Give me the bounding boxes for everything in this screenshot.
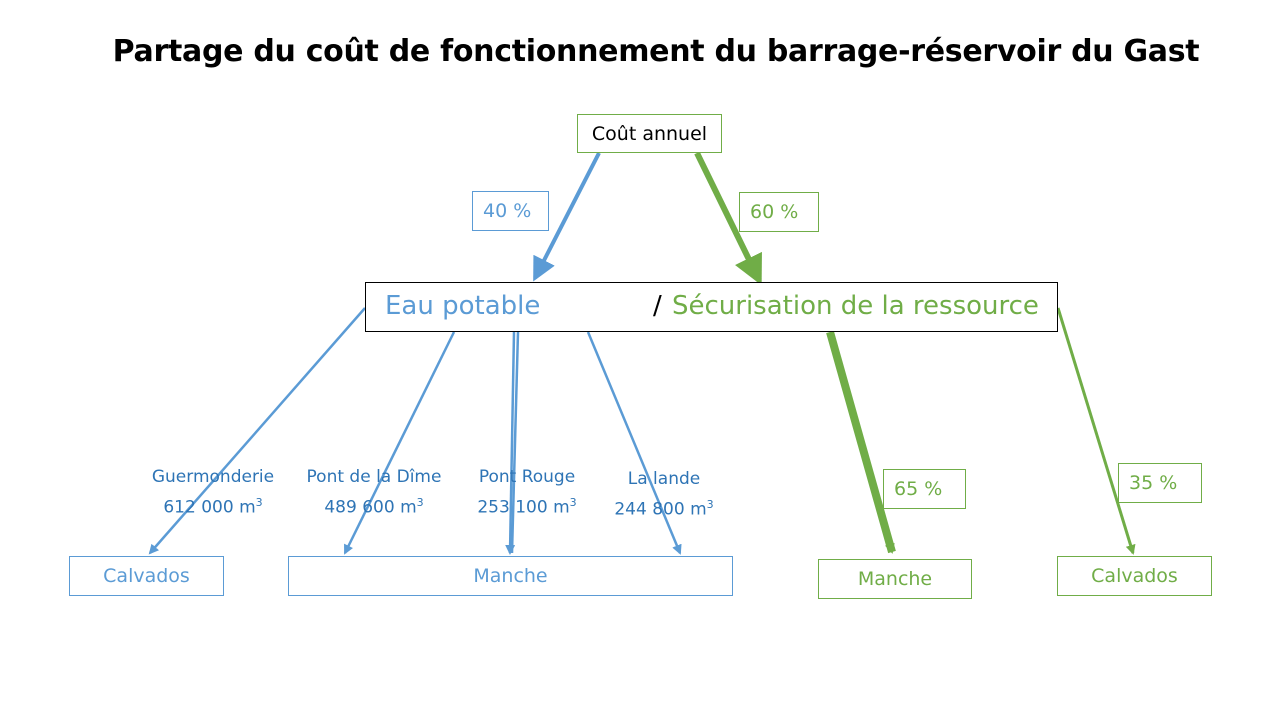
unit-exponent: 3 xyxy=(569,496,577,509)
unit-exponent: 3 xyxy=(255,496,263,509)
arrow-pont-de-la-dime xyxy=(343,331,456,555)
leaf-label: Calvados xyxy=(103,565,190,587)
source-volume: 253 100 m xyxy=(477,497,570,518)
arrow-pont-rouge-b xyxy=(510,331,520,554)
leaf-label: Manche xyxy=(473,565,548,587)
source-pont-rouge: Pont Rouge 253 100 m3 xyxy=(467,464,587,521)
diagram-title: Partage du coût de fonctionnement du bar… xyxy=(112,34,1200,69)
unit-exponent: 3 xyxy=(706,498,714,511)
pct-securisation-manche: 65 % xyxy=(883,469,966,509)
leaf-eau-potable-manche: Manche xyxy=(288,556,733,596)
pct-eau-potable-label: 40 % xyxy=(483,200,532,222)
arrow-securisation-calvados xyxy=(1056,307,1136,555)
pct-securisation-manche-label: 65 % xyxy=(894,478,943,500)
source-volume: 612 000 m xyxy=(163,497,256,518)
unit-exponent: 3 xyxy=(416,496,424,509)
source-volume: 489 600 m xyxy=(324,497,417,518)
pct-securisation: 60 % xyxy=(739,192,819,232)
arrow-securisation-manche xyxy=(826,330,896,554)
source-pont-de-la-dime: Pont de la Dîme 489 600 m3 xyxy=(299,464,449,521)
eau-potable-label: Eau potable xyxy=(385,291,541,321)
source-name: Guermonderie xyxy=(151,467,275,487)
source-name: Pont Rouge xyxy=(478,467,576,487)
pct-securisation-label: 60 % xyxy=(750,201,799,223)
leaf-eau-potable-calvados: Calvados xyxy=(69,556,224,596)
pct-securisation-calvados: 35 % xyxy=(1118,463,1202,503)
source-name: Pont de la Dîme xyxy=(306,467,442,487)
source-name: La lande xyxy=(627,469,701,489)
leaf-label: Calvados xyxy=(1091,565,1178,587)
source-la-lande: La lande 244 800 m3 xyxy=(604,466,724,523)
leaf-securisation-calvados: Calvados xyxy=(1057,556,1212,596)
root-label: Coût annuel xyxy=(591,122,708,145)
usage-split-node: Eau potable / Sécurisation de la ressour… xyxy=(365,282,1058,332)
arrow-guermonderie xyxy=(148,307,366,555)
source-volume: 244 800 m xyxy=(614,499,707,520)
arrow-root-to-eau-potable xyxy=(533,152,601,282)
pct-securisation-calvados-label: 35 % xyxy=(1129,472,1178,494)
leaf-label: Manche xyxy=(857,568,933,590)
arrow-root-to-securisation xyxy=(694,151,762,286)
securisation-label: Sécurisation de la ressource xyxy=(672,291,1039,321)
arrow-la-lande xyxy=(586,331,682,555)
split-separator: / xyxy=(653,291,662,321)
source-guermonderie: Guermonderie 612 000 m3 xyxy=(143,464,283,521)
leaf-securisation-manche: Manche xyxy=(818,559,972,599)
pct-eau-potable: 40 % xyxy=(472,191,549,231)
arrow-pont-rouge-a xyxy=(505,331,516,555)
root-node: Coût annuel xyxy=(577,114,722,153)
